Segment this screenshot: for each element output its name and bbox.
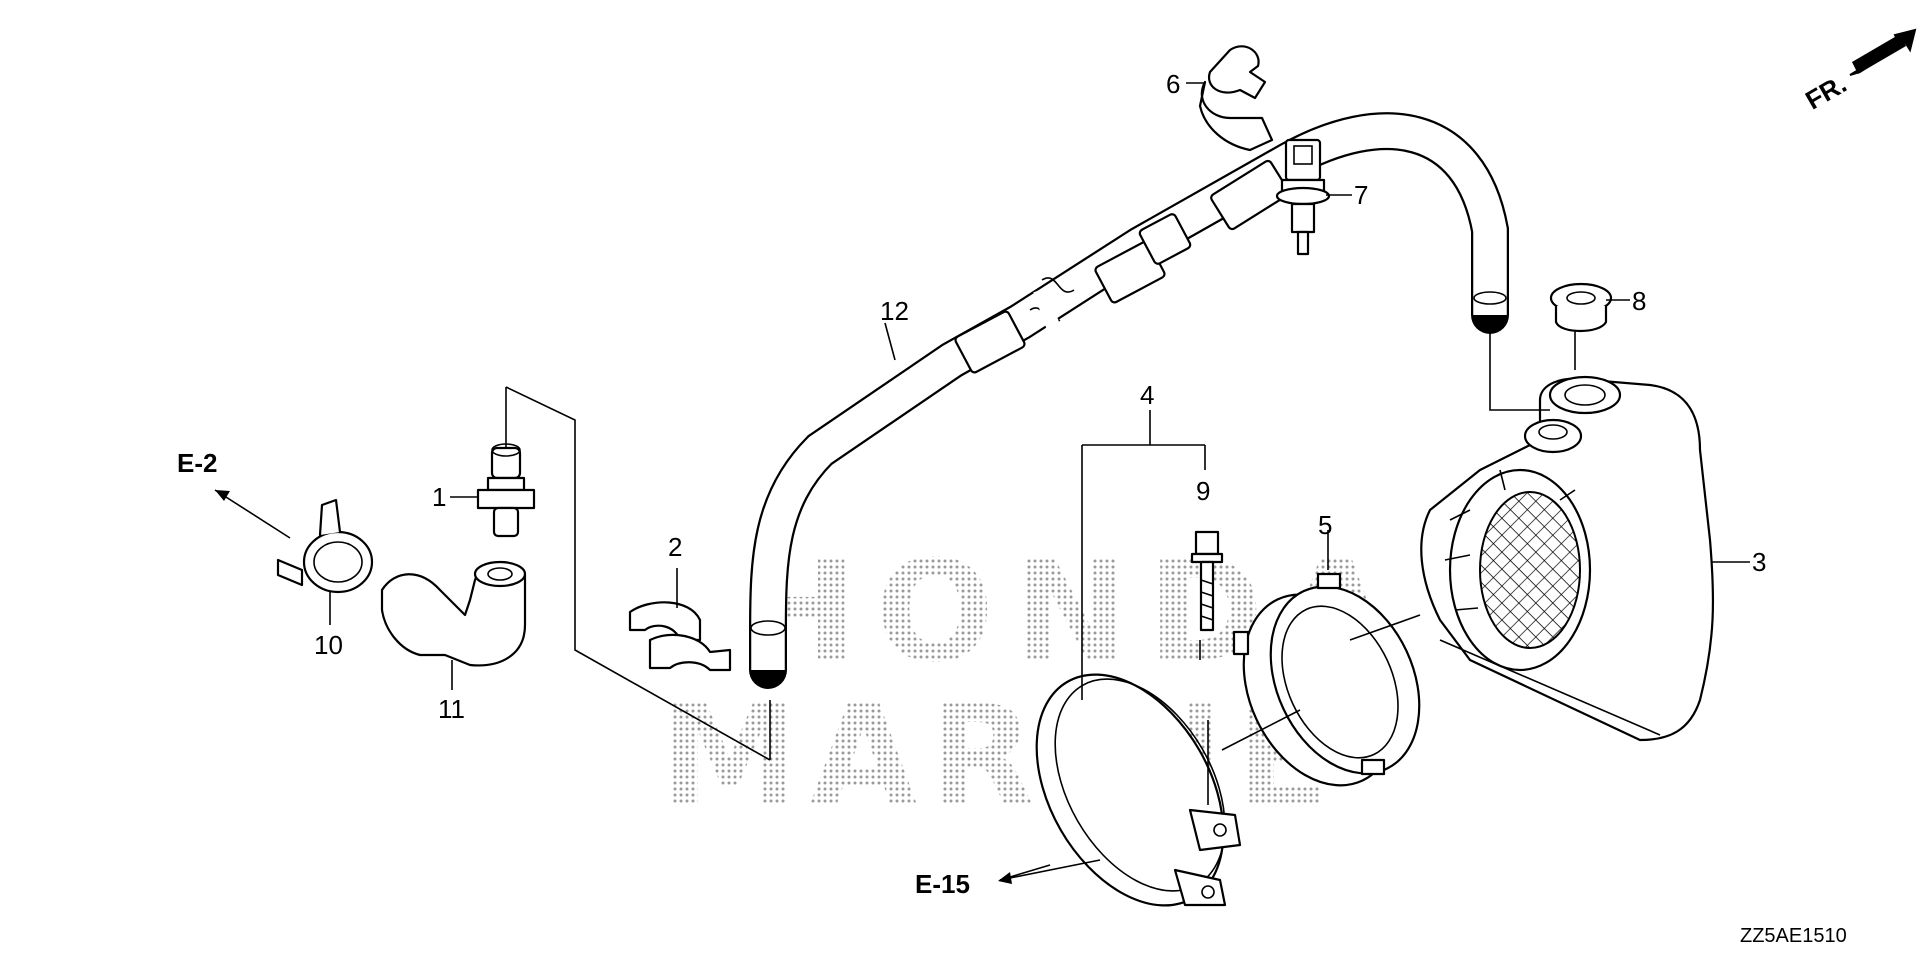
hose-clip-2	[628, 601, 732, 672]
front-arrow-icon	[1849, 28, 1917, 76]
callout-2: 2	[668, 532, 682, 562]
callout-1: 1	[432, 482, 446, 512]
bolt-9	[1190, 530, 1224, 632]
breather-tube	[749, 112, 1509, 689]
callout-9: 9	[1196, 476, 1210, 506]
watermark-line2: MARINE	[660, 676, 1340, 839]
sensor-7	[1275, 138, 1331, 256]
hose-clamp-10	[276, 498, 374, 594]
hose-clip-6	[1198, 45, 1274, 152]
callout-3: 3	[1752, 547, 1766, 577]
leader-lines	[329, 82, 1750, 881]
callout-11: 11	[438, 694, 465, 724]
callout-12: 12	[880, 296, 909, 326]
ref-e15: E-15	[915, 869, 970, 899]
band-clamp-4	[1035, 673, 1242, 907]
elbow-hose-11	[380, 560, 527, 667]
ring-5	[1232, 572, 1421, 787]
callout-10: 10	[314, 630, 343, 660]
housing-3	[1420, 375, 1715, 742]
arrow-e15-icon	[998, 872, 1012, 884]
reference-arrows	[214, 28, 1917, 884]
callout-7: 7	[1354, 180, 1368, 210]
callout-6: 6	[1166, 69, 1180, 99]
fitting-1	[476, 443, 536, 538]
arrow-e2-icon	[215, 490, 230, 501]
grommet-8	[1549, 282, 1613, 332]
diagram-code: ZZ5AE1510	[1740, 925, 1847, 947]
callout-4: 4	[1140, 380, 1154, 410]
callout-8: 8	[1632, 286, 1646, 316]
ref-e2: E-2	[177, 448, 217, 478]
callout-5: 5	[1318, 510, 1332, 540]
front-marker: FR.	[1800, 69, 1851, 116]
callouts: 1 2 3 4 5 6 7 8 9 10 11 12	[314, 69, 1766, 724]
